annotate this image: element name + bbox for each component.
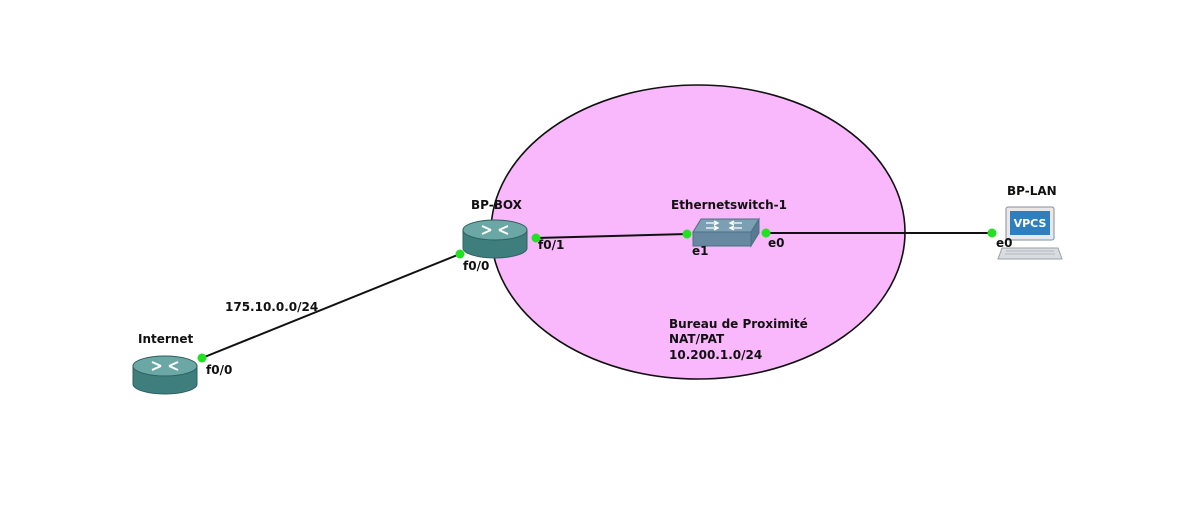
port-label-bpbox-f0-0: f0/0 [463, 259, 489, 273]
vpcs-computer-icon: VPCS [997, 206, 1063, 260]
zone-note-line-3: 10.200.1.0/24 [669, 348, 762, 362]
switch-label: Ethernetswitch-1 [671, 198, 787, 212]
port-dot-switch-e1[interactable] [682, 229, 692, 239]
router-icon [132, 355, 198, 395]
internet-router-node[interactable] [132, 355, 198, 395]
bp-box-router-node[interactable] [462, 219, 528, 259]
vpcs-screen-text: VPCS [1014, 217, 1047, 230]
port-dot-bpbox-f0-0[interactable] [455, 249, 465, 259]
ethernet-switch-node[interactable] [692, 217, 760, 248]
port-dot-bpbox-f0-1[interactable] [531, 233, 541, 243]
internet-label: Internet [138, 332, 193, 346]
bp-lan-label: BP-LAN [1007, 184, 1057, 198]
port-label-bplan-e0: e0 [996, 236, 1013, 250]
subnet-label-internet-link: 175.10.0.0/24 [225, 300, 318, 314]
port-label-bpbox-f0-1: f0/1 [538, 238, 564, 252]
port-dot-internet-f0-0[interactable] [197, 353, 207, 363]
ethernet-switch-icon [692, 217, 760, 248]
zone-note-line-2: NAT/PAT [669, 332, 725, 346]
link-bpbox-switch[interactable] [535, 233, 688, 239]
router-icon [462, 219, 528, 259]
bp-box-label: BP-BOX [471, 198, 523, 212]
port-label-switch-e0: e0 [768, 236, 785, 250]
port-label-internet-f0-0: f0/0 [206, 363, 232, 377]
port-label-switch-e1: e1 [692, 244, 709, 258]
port-dot-switch-e0[interactable] [761, 228, 771, 238]
bp-lan-vpcs-node[interactable]: VPCS [997, 206, 1063, 260]
link-internet-bpbox[interactable] [201, 253, 461, 359]
port-dot-bplan-e0[interactable] [987, 228, 997, 238]
zone-note-line-1: Bureau de Proximité [669, 317, 808, 331]
